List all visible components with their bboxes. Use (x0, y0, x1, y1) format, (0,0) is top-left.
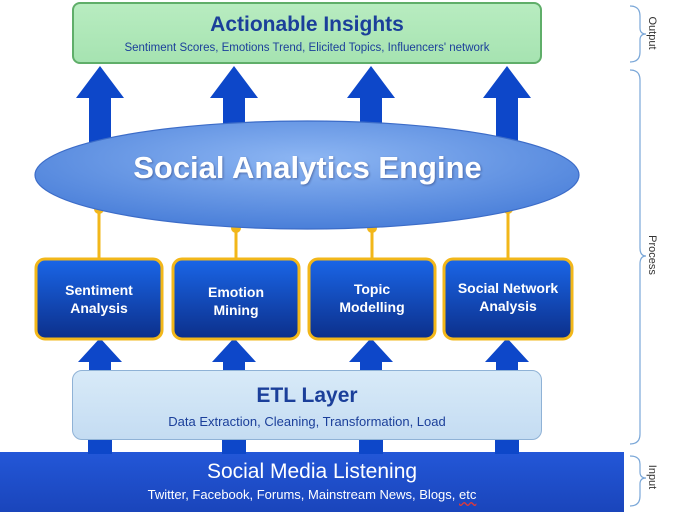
insights-title: Actionable Insights (210, 13, 404, 36)
arrow-up-icon (349, 338, 393, 372)
process-boxes (34, 257, 574, 341)
process-label-line: Mining (213, 302, 259, 318)
arrow-up-icon (485, 338, 529, 372)
arrow-up-icon (88, 436, 112, 454)
listening-subtitle: Twitter, Facebook, Forums, Mainstream Ne… (0, 487, 624, 502)
process-label-line: Sentiment (65, 282, 133, 298)
listening-bar (0, 452, 624, 512)
process-label-emotion: Emotion Mining (171, 283, 301, 319)
arrow-up-icon (210, 66, 258, 160)
etl-subtitle: Data Extraction, Cleaning, Transformatio… (168, 414, 446, 429)
arrow-up-icon (359, 436, 383, 454)
brace-input (629, 455, 647, 507)
process-label-sentiment: Sentiment Analysis (34, 281, 164, 317)
listening-sources: Twitter, Facebook, Forums, Mainstream Ne… (147, 487, 460, 502)
arrow-up-icon (212, 338, 256, 372)
arrow-up-icon (78, 338, 122, 372)
process-label-line: Social Network (457, 280, 559, 296)
process-label-line: Emotion (208, 284, 264, 300)
process-label-line: Topic (353, 281, 391, 297)
process-label-topic: Topic Modelling (307, 280, 437, 316)
etl-layer-box: ETL Layer Data Extraction, Cleaning, Tra… (72, 370, 542, 440)
listening-etc: etc (459, 487, 477, 502)
process-box-topic (307, 257, 437, 341)
brace-process (629, 69, 647, 445)
arrow-up-icon (495, 436, 519, 454)
arrow-up-icon (483, 66, 531, 160)
stage-label-process: Process (646, 235, 658, 275)
process-box-sna (442, 257, 574, 341)
engine-ellipse (34, 120, 580, 230)
arrows-etl-to-processes (78, 338, 529, 372)
process-label-line: Analysis (479, 298, 537, 314)
actionable-insights-box: Actionable Insights Sentiment Scores, Em… (72, 2, 542, 64)
stage-braces (629, 5, 647, 507)
engine-title: Social Analytics Engine (133, 150, 482, 185)
listening-title: Social Media Listening (206, 460, 418, 483)
process-box-sentiment (34, 257, 164, 341)
insights-subtitle: Sentiment Scores, Emotions Trend, Elicit… (124, 42, 490, 54)
process-label-line: Analysis (70, 300, 128, 316)
arrows-engine-to-insights (76, 66, 531, 160)
arrow-up-icon (347, 66, 395, 160)
arrow-up-icon (222, 436, 246, 454)
brace-output (629, 5, 647, 63)
stage-label-output: Output (646, 16, 658, 50)
arrows-listening-to-etl (88, 436, 519, 454)
etl-title: ETL Layer (256, 384, 358, 407)
stage-label-input: Input (646, 464, 658, 490)
process-label-sna: Social Network Analysis (443, 279, 573, 315)
process-label-line: Modelling (339, 299, 405, 315)
arrow-up-icon (76, 66, 124, 160)
process-box-emotion (171, 257, 301, 341)
